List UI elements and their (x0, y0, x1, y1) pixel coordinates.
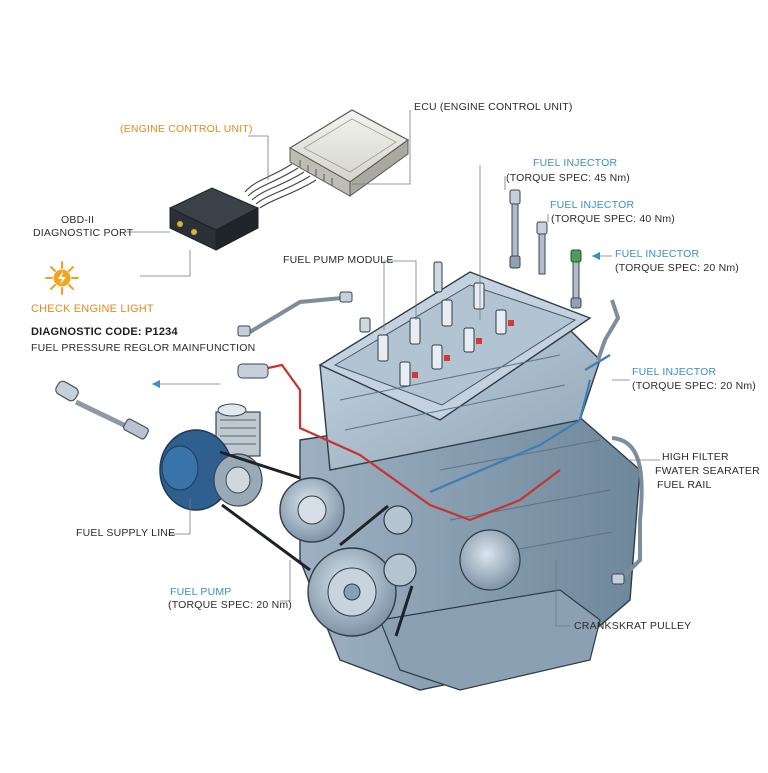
obd-label-line1: OBD-II (61, 214, 95, 226)
fuel-supply-line-label: FUEL SUPPLY LINE (76, 527, 176, 539)
crankshaft-pulley-label: CRANKSKRAT PULLEY (574, 620, 692, 632)
ecu-wiring-harness (244, 163, 317, 209)
high-filter-label-2: FWATER SEARATER (655, 465, 760, 477)
fuel-supply-rail (429, 354, 611, 494)
ecu-label: ECU (ENGINE CONTROL UNIT) (414, 101, 573, 113)
coolant-pipes (248, 296, 644, 580)
fuel-injector-3 (570, 249, 582, 309)
high-filter-label-1: HIGH FILTER (662, 451, 729, 463)
fuel-pump-module-label: FUEL PUMP MODULE (283, 254, 394, 266)
obd-diagnostic-box (168, 187, 260, 251)
check-engine-light-label: CHECK ENGINE LIGHT (31, 303, 154, 315)
obd-label-line2: DIAGNOSTIC PORT (33, 227, 134, 239)
injector-1-label: FUEL INJECTOR (533, 157, 618, 169)
diagnostic-code: DIAGNOSTIC CODE: P1234 (31, 326, 178, 338)
leader-arrows (152, 252, 600, 388)
fuel-supply-fitting (55, 380, 149, 440)
injector-2-label: FUEL INJECTOR (550, 199, 635, 211)
diagnostic-description: FUEL PRESSURE REGLOR MAINFUNCTION (31, 342, 256, 354)
high-filter-label-3: FUEL RAIL (657, 479, 712, 491)
leader-lines (126, 110, 660, 627)
check-engine-light-icon (45, 261, 79, 295)
fuel-pump-assembly (159, 403, 263, 511)
injector-4-label: FUEL INJECTOR (632, 366, 717, 378)
ecu-module (288, 109, 410, 197)
injector-1-torque: (TORQUE SPEC: 45 Nm) (506, 172, 630, 184)
injector-4-torque: (TORQUE SPEC: 20 Nm) (632, 380, 756, 392)
injector-3-label: FUEL INJECTOR (615, 248, 700, 260)
fuel-pump-label: FUEL PUMP (170, 586, 232, 598)
injector-2-torque: (TORQUE SPEC: 40 Nm) (551, 213, 675, 225)
fuel-return-line (267, 363, 561, 522)
injector-3-torque: (TORQUE SPEC: 20 Nm) (615, 262, 739, 274)
belt-drive (219, 450, 521, 637)
fuel-pump-torque: (TORQUE SPEC: 20 Nm) (168, 599, 292, 611)
fuel-injector-1 (509, 189, 521, 269)
fuel-injector-2 (536, 221, 548, 275)
ecu-orange-label: (ENGINE CONTROL UNIT) (120, 123, 253, 135)
pipe-fittings (237, 291, 625, 585)
